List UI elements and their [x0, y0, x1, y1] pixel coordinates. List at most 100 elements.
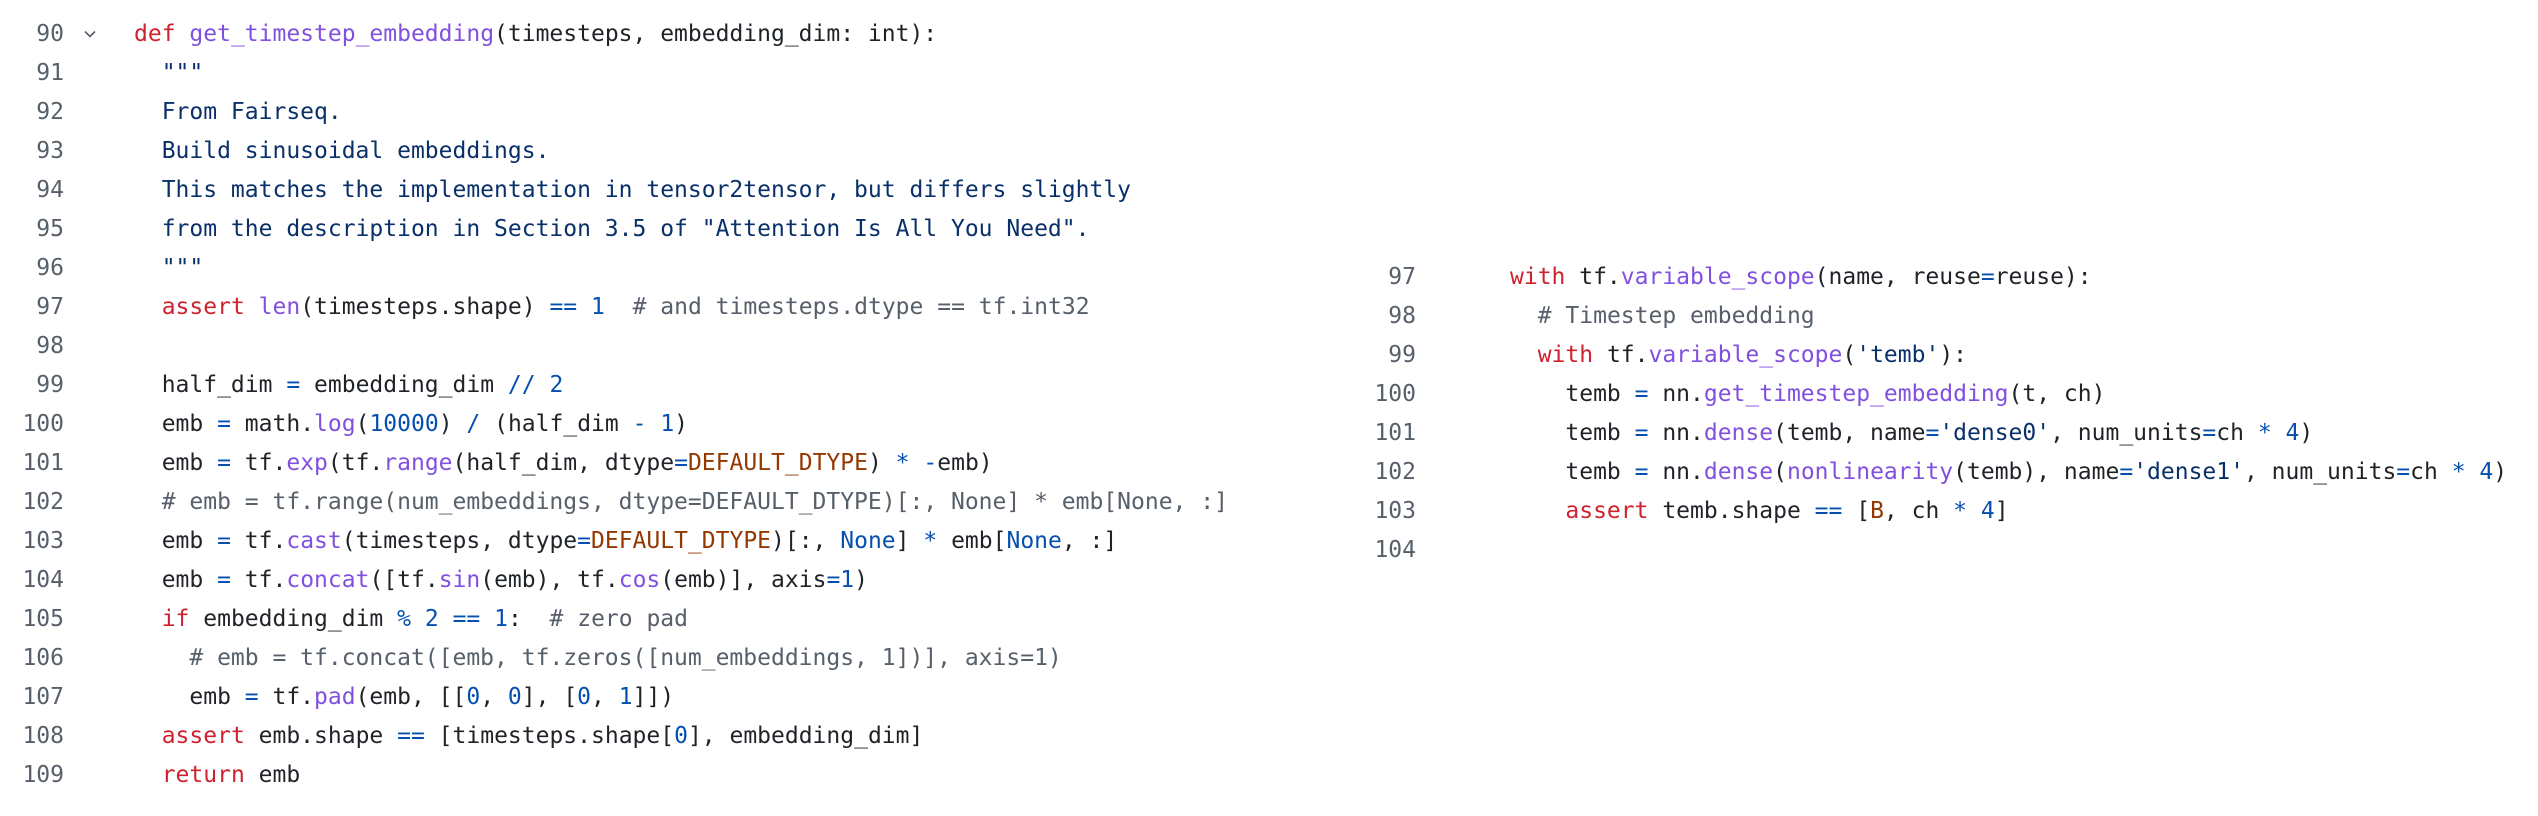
line-number: 97 — [1388, 264, 1416, 290]
line-number: 96 — [36, 255, 64, 281]
code-token: ] — [895, 528, 924, 554]
code-token: 10000 — [369, 411, 439, 437]
line-number: 94 — [36, 177, 64, 203]
code-token — [245, 294, 259, 320]
code-token — [2466, 459, 2480, 485]
code-token: 2 — [424, 606, 439, 632]
code-token: assert — [161, 723, 245, 749]
code-token: tf. — [1593, 342, 1649, 368]
code-text: # emb = tf.concat([emb, tf.zeros([num_em… — [134, 639, 1061, 678]
code-text: emb = tf.cast(timesteps, dtype=DEFAULT_D… — [134, 522, 1118, 561]
code-token: emb) — [937, 450, 993, 476]
code-token: = — [286, 372, 301, 398]
code-token: len — [258, 294, 301, 320]
line-number: 99 — [36, 372, 64, 398]
code-token — [1510, 342, 1538, 368]
code-token: (timesteps.shape) — [300, 294, 550, 320]
code-token: (temb), name — [1953, 459, 2120, 485]
code-token: variable_scope — [1620, 264, 1815, 290]
code-token: From Fairseq. — [134, 99, 342, 125]
code-token: == — [549, 294, 578, 320]
line-number: 106 — [22, 645, 64, 671]
code-text: temb = nn.dense(nonlinearity(temb), name… — [1510, 453, 2507, 492]
code-token: ([tf. — [369, 567, 439, 593]
code-token: [timesteps.shape[ — [424, 723, 675, 749]
code-text: This matches the implementation in tenso… — [134, 171, 1131, 210]
code-token: = — [674, 450, 688, 476]
code-token: == — [1814, 498, 1843, 524]
code-token: = — [1634, 459, 1649, 485]
code-token: 4 — [2285, 420, 2300, 446]
code-token: emb — [134, 684, 245, 710]
code-token: Build sinusoidal embeddings. — [134, 138, 550, 164]
code-line: 108 assert emb.shape == [timesteps.shape… — [0, 717, 1350, 756]
code-text: assert emb.shape == [timesteps.shape[0],… — [134, 717, 924, 756]
code-token: embedding_dim — [300, 372, 508, 398]
code-text: return emb — [134, 756, 300, 795]
code-token — [1510, 498, 1565, 524]
code-token: nn. — [1648, 459, 1704, 485]
code-text: # Timestep embedding — [1510, 297, 1815, 336]
code-line: 93 Build sinusoidal embeddings. — [0, 132, 1350, 171]
code-text: emb = tf.pad(emb, [[0, 0], [0, 1]]) — [134, 678, 674, 717]
code-token — [134, 762, 162, 788]
code-token — [134, 606, 162, 632]
code-token: # zero pad — [549, 606, 689, 632]
code-token: (timesteps, dtype — [341, 528, 578, 554]
code-token: ] — [1994, 498, 2009, 524]
code-token: ) — [438, 411, 467, 437]
code-token — [134, 294, 162, 320]
code-line: 106 # emb = tf.concat([emb, tf.zeros([nu… — [0, 639, 1350, 678]
code-token: == — [452, 606, 481, 632]
code-token: with — [1510, 264, 1566, 290]
code-token: [ — [1842, 498, 1871, 524]
line-number: 95 — [36, 216, 64, 242]
code-token: 0 — [674, 723, 688, 749]
line-number: 103 — [1374, 498, 1416, 524]
chevron-down-icon[interactable] — [84, 28, 96, 40]
code-token: , — [591, 684, 619, 710]
code-token: = — [217, 567, 231, 593]
code-token: * — [895, 450, 910, 476]
code-token: temb.shape — [1648, 498, 1815, 524]
code-token: 0 — [577, 684, 592, 710]
code-token: 1 — [591, 294, 605, 320]
code-token: 0 — [507, 684, 522, 710]
code-line: 96 """ — [0, 249, 1350, 288]
line-number: 100 — [1374, 381, 1416, 407]
code-text: """ — [134, 54, 204, 93]
code-token: (emb)], axis — [660, 567, 827, 593]
code-text: def get_timestep_embedding(timesteps, em… — [134, 15, 937, 54]
line-number: 104 — [22, 567, 64, 593]
code-token: emb — [244, 762, 301, 788]
code-token: def — [134, 21, 176, 47]
code-text: emb = math.log(10000) / (half_dim - 1) — [134, 405, 688, 444]
code-token: (emb), tf. — [480, 567, 619, 593]
code-line: 103 emb = tf.cast(timesteps, dtype=DEFAU… — [0, 522, 1350, 561]
code-token: * — [923, 528, 938, 554]
code-token: B — [1870, 498, 1884, 524]
code-token: ]]) — [632, 684, 675, 710]
code-line: 105 if embedding_dim % 2 == 1: # zero pa… — [0, 600, 1350, 639]
code-token: ch — [2216, 420, 2258, 446]
code-token: temb — [1510, 420, 1635, 446]
code-line: 97 assert len(timesteps.shape) == 1 # an… — [0, 288, 1350, 327]
code-token: ) — [2493, 459, 2508, 485]
code-text: temb = nn.get_timestep_embedding(t, ch) — [1510, 375, 2105, 414]
code-token: emb — [134, 450, 218, 476]
code-text: # emb = tf.range(num_embeddings, dtype=D… — [134, 483, 1228, 522]
code-text: assert len(timesteps.shape) == 1 # and t… — [134, 288, 1090, 327]
code-line: 95 from the description in Section 3.5 o… — [0, 210, 1350, 249]
code-token: with — [1537, 342, 1594, 368]
code-token: (timesteps, embedding_dim: int): — [494, 21, 938, 47]
code-token: - — [923, 450, 938, 476]
code-text: half_dim = embedding_dim // 2 — [134, 366, 564, 405]
code-token: ) — [674, 411, 689, 437]
code-token: , ch — [1883, 498, 1954, 524]
code-token — [134, 723, 162, 749]
line-number: 97 — [36, 294, 64, 320]
code-token: assert — [1565, 498, 1649, 524]
